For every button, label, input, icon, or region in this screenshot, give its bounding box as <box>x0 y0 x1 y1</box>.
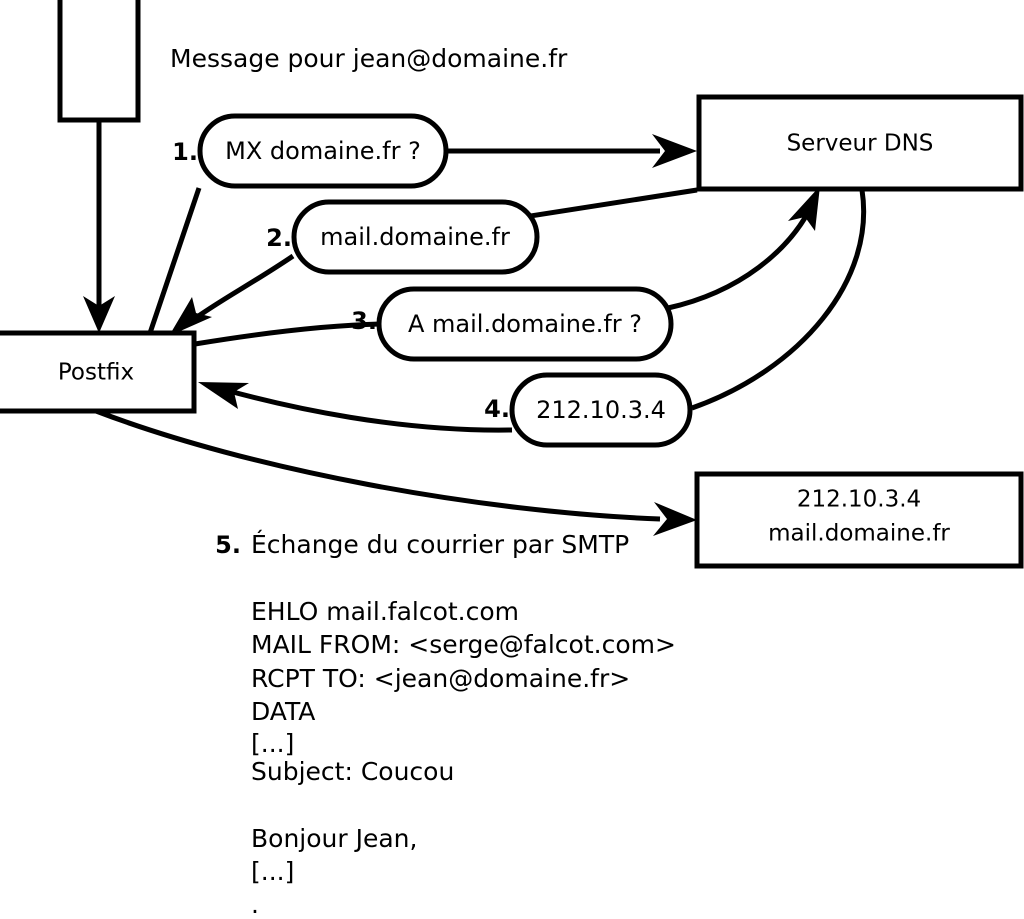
step-3-pill-label: A mail.domaine.fr ? <box>408 310 642 338</box>
postfix-box-label: Postfix <box>58 360 134 386</box>
step-2-number: 2. <box>266 224 292 252</box>
smtp-line-5: Subject: Coucou <box>251 757 454 786</box>
connector-step3-postfix-to-pill <box>194 321 381 347</box>
connector-step5-postfix-to-target <box>95 408 697 536</box>
step-2-pill-label: mail.domaine.fr <box>320 223 510 251</box>
smtp-line-1: MAIL FROM: <serge@falcot.com> <box>251 630 676 659</box>
step-1-pill-label: MX domaine.fr ? <box>225 137 421 165</box>
target-mailserver-box[interactable]: 212.10.3.4 mail.domaine.fr <box>694 471 1024 569</box>
smtp-line-3: DATA <box>251 697 315 726</box>
connector-step2-pill-to-postfix <box>169 253 295 336</box>
connector-step1-postfix-to-mx <box>147 187 202 334</box>
smtp-line-8: [...] <box>251 857 294 886</box>
smtp-line-7: Bonjour Jean, <box>251 824 417 853</box>
step-4-number: 4. <box>484 395 510 423</box>
postfix-box[interactable]: Postfix <box>0 330 197 414</box>
step-1-number: 1. <box>172 138 198 166</box>
target-mailserver-hostname: mail.domaine.fr <box>768 521 950 547</box>
smtp-line-4: [...] <box>251 729 294 758</box>
client-box[interactable] <box>57 0 141 123</box>
connector-client-to-postfix <box>83 122 115 333</box>
connector-step4-pill-to-postfix <box>198 382 513 433</box>
smtp-line-0: EHLO mail.falcot.com <box>251 597 519 626</box>
connector-step4-dns-to-pill <box>691 189 867 411</box>
step-5-number: 5. <box>215 531 241 559</box>
smtp-line-9: . <box>251 890 259 919</box>
step-4-pill[interactable]: 212.10.3.4 <box>509 372 693 448</box>
step-1-pill[interactable]: MX domaine.fr ? <box>197 113 449 189</box>
step-4-pill-label: 212.10.3.4 <box>536 396 666 424</box>
step-3-number: 3. <box>351 307 377 335</box>
diagram-caption: Message pour jean@domaine.fr <box>170 44 568 73</box>
dns-box[interactable]: Serveur DNS <box>696 94 1024 192</box>
target-mailserver-ip: 212.10.3.4 <box>797 487 921 513</box>
connector-step3-pill-to-dns <box>667 186 820 311</box>
dns-box-label: Serveur DNS <box>787 131 934 157</box>
smtp-line-2: RCPT TO: <jean@domaine.fr> <box>251 664 630 693</box>
step-5-label: Échange du courrier par SMTP <box>251 530 629 559</box>
step-2-pill[interactable]: mail.domaine.fr <box>291 199 540 275</box>
step-3-pill[interactable]: A mail.domaine.fr ? <box>376 286 674 362</box>
connector-step1-mx-to-dns <box>447 134 697 168</box>
